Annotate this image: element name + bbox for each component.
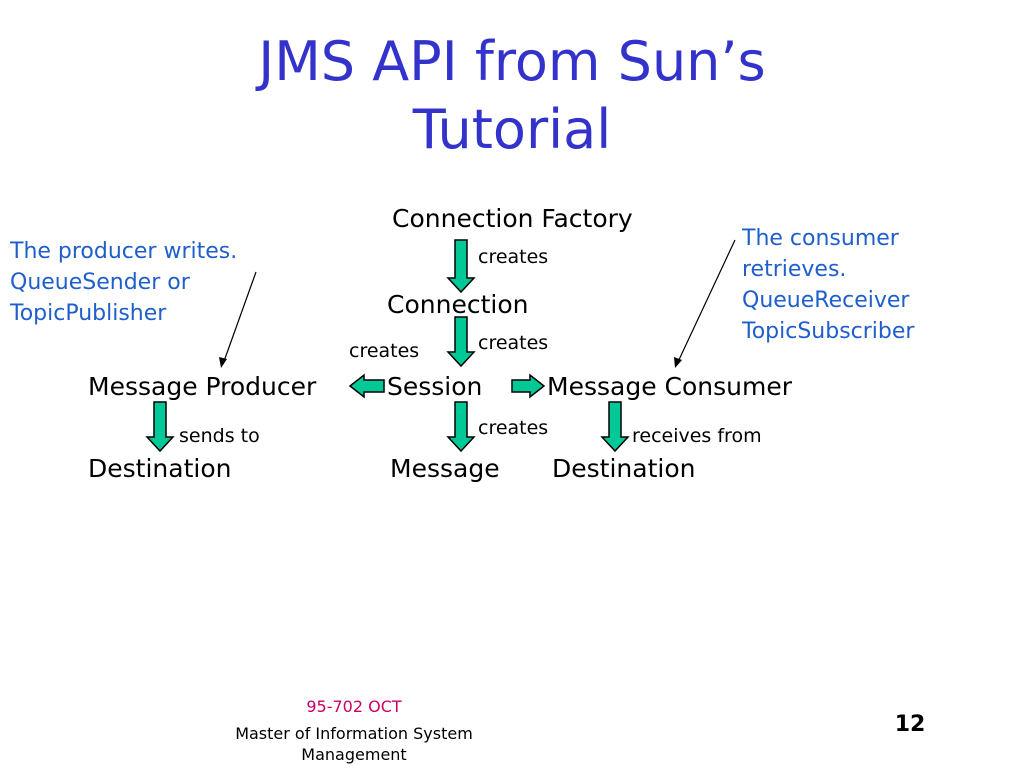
pointer-head-consumer xyxy=(674,357,682,368)
edge-label-factory-to-connection: creates xyxy=(478,246,549,268)
node-session: Session xyxy=(387,372,483,401)
node-message-producer: Message Producer xyxy=(88,372,317,401)
arrow-session-to-message xyxy=(446,401,476,453)
slide-title-line1: JMS API from Sun’s xyxy=(258,30,766,93)
edge-label-session-to-message: creates xyxy=(478,417,549,439)
note-consumer: The consumer retrieves. QueueReceiver To… xyxy=(742,223,914,347)
footer-program-name: Master of Information System Management xyxy=(214,723,494,765)
arrow-connection-to-session xyxy=(446,316,476,368)
slide-page-number: 12 xyxy=(894,712,926,737)
note-consumer-line2: retrieves. xyxy=(742,257,847,282)
arrow-session-to-producer xyxy=(348,373,385,399)
pointer-line-producer xyxy=(222,271,257,365)
footer-program-line2: Management xyxy=(301,745,407,764)
node-message-consumer: Message Consumer xyxy=(547,372,792,401)
node-message: Message xyxy=(390,454,500,483)
edge-label-sends-to: sends to xyxy=(179,425,260,447)
note-producer-line2: QueueSender or xyxy=(10,270,190,295)
arrow-consumer-to-destination xyxy=(600,401,630,453)
footer-program-line1: Master of Information System xyxy=(235,724,473,743)
note-consumer-line3: QueueReceiver xyxy=(742,288,910,313)
arrow-session-to-consumer xyxy=(511,373,546,399)
note-consumer-line1: The consumer xyxy=(742,226,899,251)
pointer-line-consumer xyxy=(676,239,736,365)
edge-label-session-to-producer: creates xyxy=(349,340,420,362)
slide-title: JMS API from Sun’s Tutorial xyxy=(0,28,1024,164)
node-connection-factory: Connection Factory xyxy=(392,204,633,233)
note-consumer-line4: TopicSubscriber xyxy=(742,319,915,344)
node-destination-left: Destination xyxy=(88,454,232,483)
footer-course-code: 95-702 OCT xyxy=(306,697,402,716)
note-producer-line1: The producer writes. xyxy=(10,239,238,264)
edge-label-connection-to-session: creates xyxy=(478,332,549,354)
pointer-head-producer xyxy=(219,357,227,368)
note-producer-line3: TopicPublisher xyxy=(10,301,167,326)
node-destination-right: Destination xyxy=(552,454,696,483)
note-producer: The producer writes. QueueSender or Topi… xyxy=(10,236,237,329)
slide-title-line2: Tutorial xyxy=(412,98,612,161)
arrow-producer-to-destination xyxy=(145,401,175,453)
node-connection: Connection xyxy=(387,290,529,319)
edge-label-receives-from: receives from xyxy=(632,425,762,447)
arrow-factory-to-connection xyxy=(446,239,476,294)
